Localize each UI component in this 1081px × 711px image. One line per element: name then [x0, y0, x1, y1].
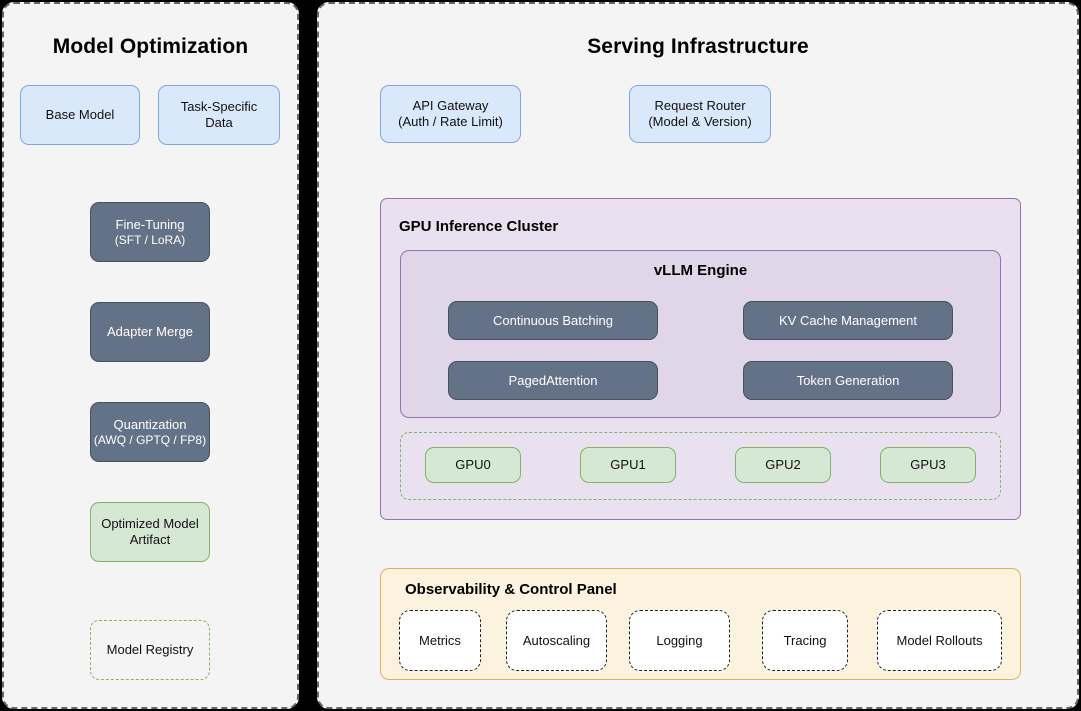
node-model-rollouts-label: Model Rollouts — [896, 632, 983, 648]
node-adapter-merge-label: Adapter Merge — [107, 324, 193, 340]
node-optimized-model-artifact-label: Optimized Model — [101, 516, 199, 532]
node-continuous-batching[interactable]: Continuous Batching — [448, 301, 658, 340]
node-api-gateway-label: API Gateway — [412, 98, 489, 114]
node-logging-label: Logging — [656, 632, 703, 648]
node-token-generation[interactable]: Token Generation — [743, 361, 953, 400]
node-quantization[interactable]: Quantization (AWQ / GPTQ / FP8) — [90, 402, 210, 462]
node-quantization-sublabel: (AWQ / GPTQ / FP8) — [93, 432, 207, 447]
serving-infrastructure-title: Serving Infrastructure — [587, 35, 809, 58]
node-model-registry[interactable]: Model Registry — [90, 620, 210, 680]
node-tracing-label: Tracing — [783, 632, 827, 648]
node-model-registry-label: Model Registry — [106, 642, 194, 658]
observability-control-panel-title: Observability & Control Panel — [405, 581, 617, 598]
node-api-gateway-sublabel: (Auth / Rate Limit) — [398, 114, 503, 129]
node-paged-attention-label: PagedAttention — [508, 372, 598, 388]
node-task-specific-data-label: Task-Specific — [180, 99, 258, 115]
node-metrics-label: Metrics — [419, 632, 461, 648]
node-gpu3-label: GPU3 — [910, 457, 946, 473]
node-gpu2-label: GPU2 — [765, 457, 801, 473]
node-gpu2[interactable]: GPU2 — [735, 447, 831, 483]
node-continuous-batching-label: Continuous Batching — [493, 312, 613, 328]
node-optimized-model-artifact-label2: Artifact — [129, 532, 171, 547]
node-gpu0[interactable]: GPU0 — [425, 447, 521, 483]
node-request-router-sublabel: (Model & Version) — [648, 114, 752, 129]
node-token-generation-label: Token Generation — [796, 372, 900, 388]
node-fine-tuning-label: Fine-Tuning — [115, 216, 185, 232]
node-autoscaling[interactable]: Autoscaling — [506, 610, 607, 671]
node-gpu0-label: GPU0 — [455, 457, 491, 473]
node-kv-cache-management[interactable]: KV Cache Management — [743, 301, 953, 340]
node-metrics[interactable]: Metrics — [399, 610, 481, 671]
node-model-rollouts[interactable]: Model Rollouts — [877, 610, 1002, 671]
node-logging[interactable]: Logging — [629, 610, 730, 671]
node-paged-attention[interactable]: PagedAttention — [448, 361, 658, 400]
gpu-inference-cluster-title: GPU Inference Cluster — [399, 218, 559, 235]
model-optimization-title: Model Optimization — [52, 35, 249, 58]
node-task-specific-data[interactable]: Task-Specific Data — [158, 85, 280, 145]
node-gpu3[interactable]: GPU3 — [880, 447, 976, 483]
node-base-model-label: Base Model — [45, 107, 115, 123]
node-fine-tuning[interactable]: Fine-Tuning (SFT / LoRA) — [90, 202, 210, 262]
node-optimized-model-artifact[interactable]: Optimized Model Artifact — [90, 502, 210, 562]
node-request-router-label: Request Router — [654, 98, 746, 114]
node-base-model[interactable]: Base Model — [20, 85, 140, 145]
gpu-pool-group — [400, 432, 1001, 500]
vllm-engine-title: vLLM Engine — [653, 262, 748, 279]
node-task-specific-data-label2: Data — [205, 115, 233, 130]
node-gpu1-label: GPU1 — [610, 457, 646, 473]
node-request-router[interactable]: Request Router (Model & Version) — [629, 85, 771, 143]
node-autoscaling-label: Autoscaling — [522, 632, 591, 648]
node-api-gateway[interactable]: API Gateway (Auth / Rate Limit) — [380, 85, 521, 143]
node-adapter-merge[interactable]: Adapter Merge — [90, 302, 210, 362]
node-kv-cache-management-label: KV Cache Management — [778, 312, 918, 328]
node-tracing[interactable]: Tracing — [762, 610, 848, 671]
node-fine-tuning-sublabel: (SFT / LoRA) — [114, 232, 186, 247]
node-gpu1[interactable]: GPU1 — [580, 447, 676, 483]
node-quantization-label: Quantization — [113, 416, 187, 432]
